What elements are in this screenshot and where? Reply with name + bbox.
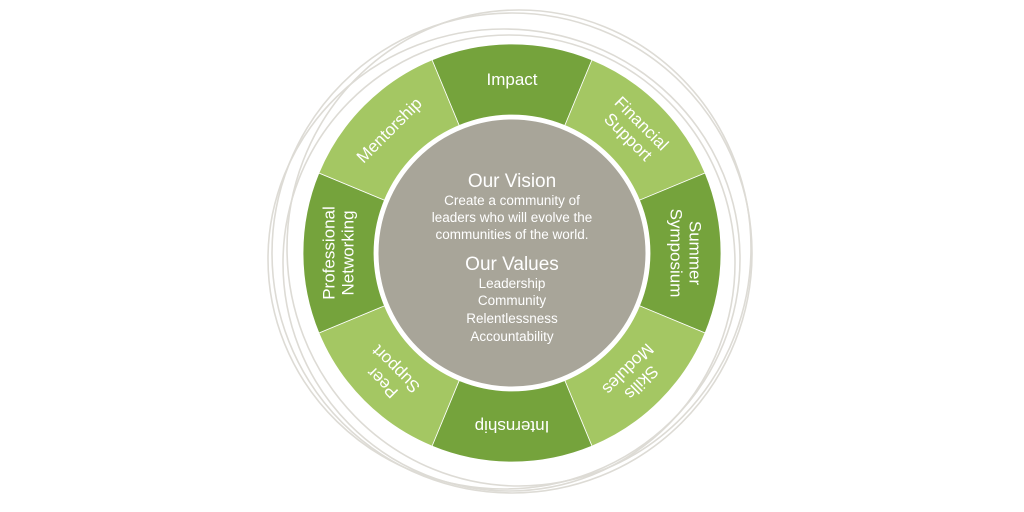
segment-label: Impact: [486, 70, 537, 89]
wheel-segment: [318, 59, 460, 201]
segment-label-line: Impact: [486, 70, 537, 89]
outer-ring: [267, 28, 741, 490]
outer-ring: [271, 12, 753, 494]
value-item: Accountability: [470, 329, 554, 344]
outer-ring: [282, 34, 736, 492]
segment-label-line: Internship: [475, 417, 550, 436]
vision-line: communities of the world.: [435, 227, 588, 242]
segment-label: ProfessionalNetworking: [320, 206, 358, 300]
segment-label: SummerSymposium: [667, 209, 705, 298]
vision-line: Create a community of: [444, 193, 580, 208]
center-content: Our Vision Create a community of leaders…: [432, 171, 593, 344]
values-title: Our Values: [465, 254, 559, 275]
center-circle: [375, 116, 649, 390]
value-item: Relentlessness: [466, 311, 558, 326]
value-item: Community: [478, 293, 547, 308]
value-item: Leadership: [479, 276, 546, 291]
vision-line: leaders who will evolve the: [432, 210, 593, 225]
segment-label: Internship: [475, 417, 550, 436]
vision-title: Our Vision: [468, 171, 556, 192]
outer-ring: [286, 9, 752, 487]
decorative-outer-rings: [267, 9, 753, 494]
segment-label-line: Symposium: [667, 209, 686, 298]
segment-label-line: Networking: [339, 210, 358, 295]
segment-label-line: Professional: [320, 206, 339, 300]
segment-label-line: Summer: [686, 221, 705, 286]
